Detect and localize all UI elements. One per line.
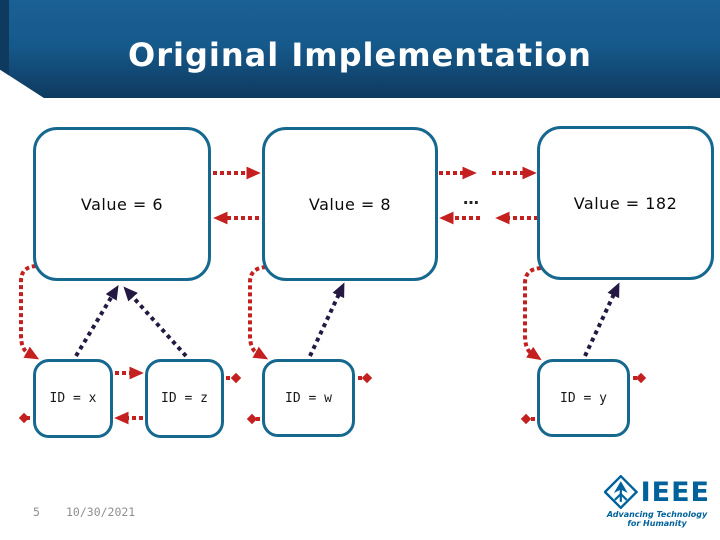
node-value-3: Value = 182 xyxy=(537,126,714,280)
arrow-idz-to-v1 xyxy=(123,286,188,358)
node-id-w: ID = w xyxy=(262,359,355,437)
page-number: 5 xyxy=(33,505,40,519)
ieee-diamond-icon xyxy=(604,475,638,509)
title-banner: Original Implementation xyxy=(0,0,720,98)
ieee-wordmark: IEEE xyxy=(640,476,710,508)
curve-v3-to-idy xyxy=(523,266,542,361)
node-id-x: ID = x xyxy=(33,359,113,438)
node-id-w-label: ID = w xyxy=(285,390,332,406)
node-value-2: Value = 8 xyxy=(262,127,438,281)
node-id-y-label: ID = y xyxy=(560,390,607,406)
node-id-x-label: ID = x xyxy=(49,391,97,406)
node-value-1: Value = 6 xyxy=(33,127,211,281)
node-value-3-label: Value = 182 xyxy=(573,193,678,213)
arrow-idw-to-v2 xyxy=(308,282,345,357)
arrow-idx-to-v1 xyxy=(74,285,119,358)
node-id-z: ID = z xyxy=(145,359,224,438)
banner-accent-stripe xyxy=(0,0,9,78)
curve-v2-to-idw xyxy=(248,265,269,360)
ieee-logo: IEEE Advancing Technology for Humanity xyxy=(604,475,710,528)
ellipsis-between-nodes: … xyxy=(463,189,480,208)
node-value-1-label: Value = 6 xyxy=(80,194,164,214)
arrow-idy-to-v3 xyxy=(583,282,620,357)
slide-title: Original Implementation xyxy=(128,36,592,74)
node-value-2-label: Value = 8 xyxy=(308,194,392,214)
curve-v1-to-idx xyxy=(19,264,40,360)
ieee-tagline-line2: for Humanity xyxy=(627,519,687,528)
ieee-tagline-line1: Advancing Technology xyxy=(606,510,708,519)
node-id-y: ID = y xyxy=(537,359,630,437)
node-id-z-label: ID = z xyxy=(161,391,208,406)
slide-date: 10/30/2021 xyxy=(66,505,136,519)
